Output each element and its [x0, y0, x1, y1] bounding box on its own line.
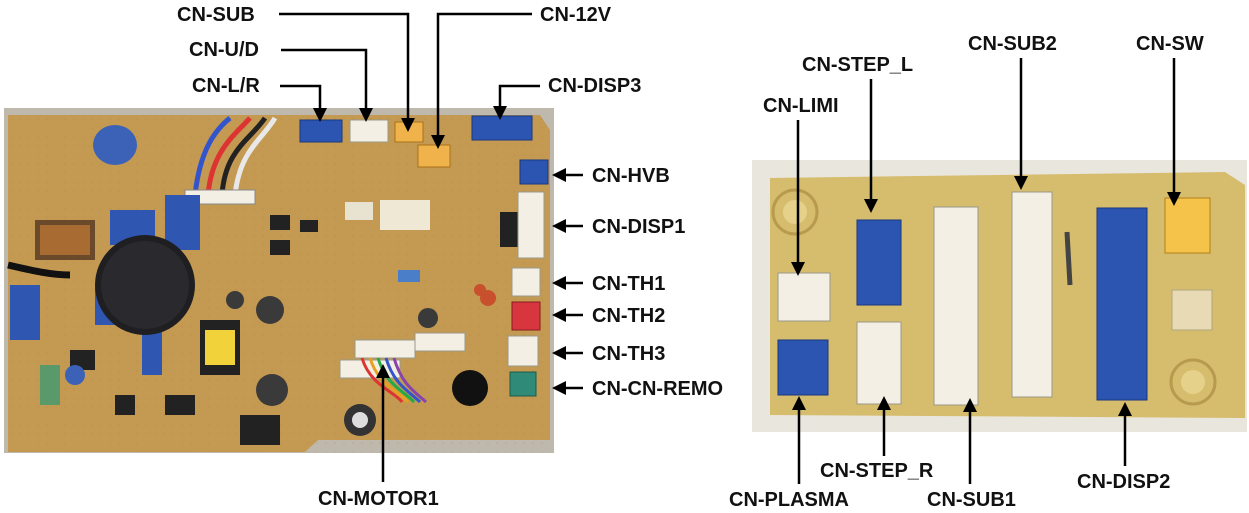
sub-board-labels: CN-SUB2 CN-SW CN-STEP_L CN-LIMI CN-PLASM…	[729, 33, 1204, 511]
cn-sw-connector	[1164, 197, 1211, 254]
cn-sub1-connector	[933, 206, 979, 406]
cn-plasma-connector	[777, 339, 829, 396]
label-cn-sub1: CN-SUB1	[927, 489, 1016, 511]
cn-remo-connector	[509, 371, 537, 397]
main-board-labels: CN-SUB CN-12V CN-U/D CN-L/R CN-DISP3 CN-…	[177, 4, 723, 510]
cn-lr-connector	[299, 119, 343, 143]
cn-disp3-connector	[471, 115, 533, 141]
sub-board-photo	[752, 160, 1247, 432]
label-cn-remo: CN-CN-REMO	[592, 378, 723, 400]
label-cn-ud: CN-U/D	[189, 39, 259, 61]
label-cn-limi: CN-LIMI	[763, 95, 839, 117]
cn-limi-connector	[777, 272, 831, 322]
label-cn-sw: CN-SW	[1136, 33, 1204, 55]
label-cn-sub: CN-SUB	[177, 4, 255, 26]
label-cn-th3: CN-TH3	[592, 343, 665, 365]
cn-12v-connector	[417, 144, 451, 168]
cn-disp2-connector	[1096, 207, 1148, 401]
label-cn-th2: CN-TH2	[592, 305, 665, 327]
label-cn-step-l: CN-STEP_L	[802, 54, 913, 76]
cn-step-r-connector	[856, 321, 902, 405]
label-cn-hvb: CN-HVB	[592, 165, 670, 187]
label-cn-disp3: CN-DISP3	[548, 75, 641, 97]
label-cn-plasma: CN-PLASMA	[729, 489, 849, 511]
cn-sub2-connector	[1011, 191, 1053, 398]
label-cn-sub2: CN-SUB2	[968, 33, 1057, 55]
main-board-photo	[4, 108, 554, 453]
label-cn-th1: CN-TH1	[592, 273, 665, 295]
cn-th3-connector	[507, 335, 539, 367]
cn-step-l-connector	[856, 219, 902, 306]
cn-disp1-connector	[517, 191, 545, 259]
label-cn-motor1: CN-MOTOR1	[318, 488, 439, 510]
label-cn-12v: CN-12V	[540, 4, 612, 26]
cn-motor1-connector	[354, 339, 416, 359]
cn-th2-connector	[511, 301, 541, 331]
label-cn-disp1: CN-DISP1	[592, 216, 685, 238]
cn-th1-connector	[511, 267, 541, 297]
label-cn-step-r: CN-STEP_R	[820, 460, 934, 482]
label-cn-disp2: CN-DISP2	[1077, 471, 1170, 493]
cn-ud-connector	[349, 119, 389, 143]
cn-hvb-connector	[519, 159, 549, 185]
label-cn-lr: CN-L/R	[192, 75, 260, 97]
